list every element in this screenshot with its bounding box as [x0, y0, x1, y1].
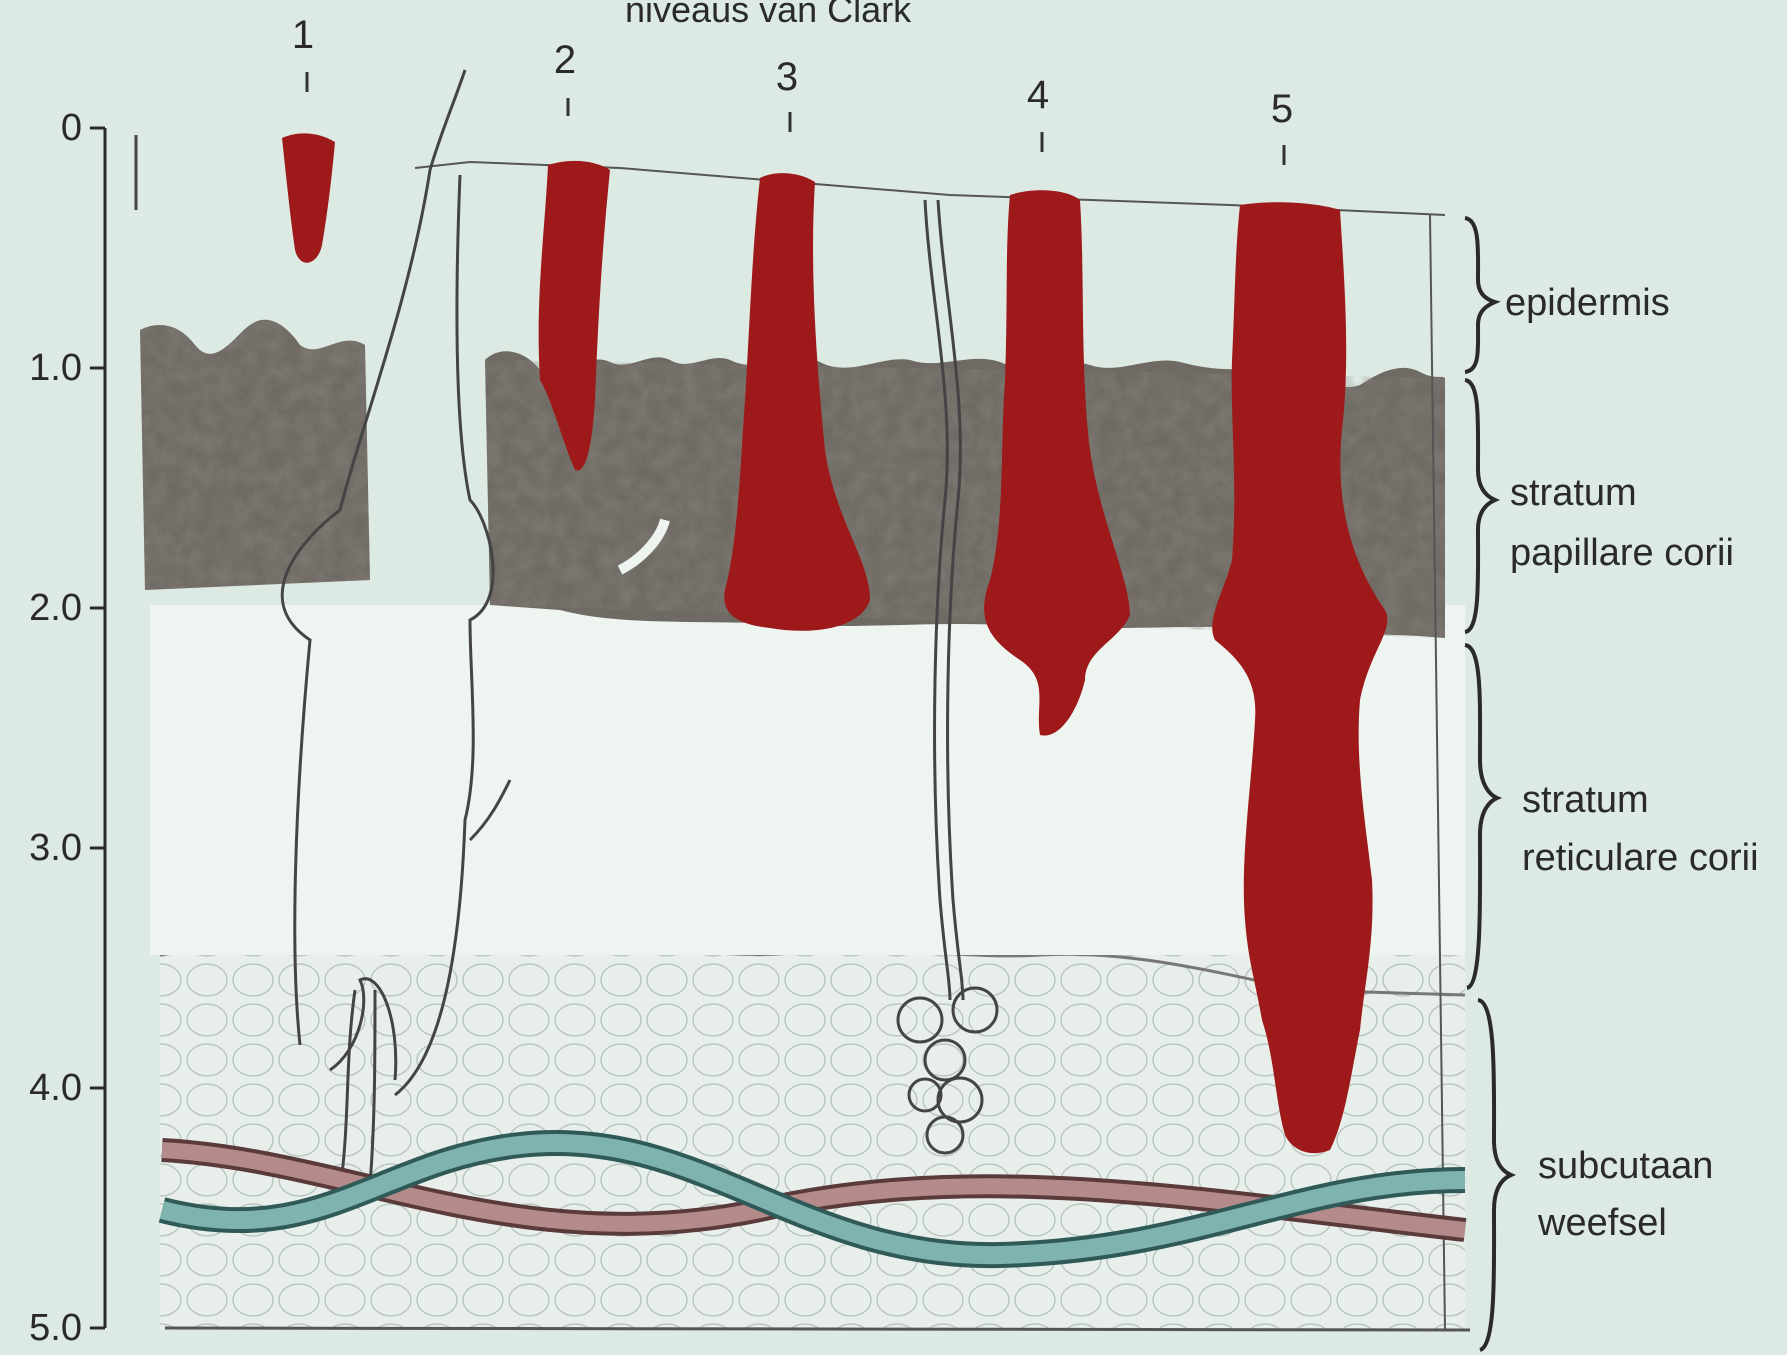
layer-label-reticular-line1: stratum	[1522, 779, 1649, 821]
depth-label-2: 2.0	[29, 587, 82, 629]
layer-labels: epidermis stratum papillare corii stratu…	[1505, 282, 1759, 1244]
depth-label-5: 5.0	[29, 1307, 82, 1349]
skin-cross-section	[136, 70, 1470, 1330]
brace-papillary	[1465, 380, 1495, 632]
level-number-3: 3	[776, 55, 798, 99]
level-number-2: 2	[554, 38, 576, 82]
level-number-4: 4	[1027, 73, 1049, 117]
level-number-5: 5	[1271, 87, 1293, 131]
depth-axis: 0 1.0 2.0 3.0 4.0 5.0	[29, 107, 105, 1349]
layer-label-reticular-line2: reticulare corii	[1522, 837, 1759, 879]
depth-label-3: 3.0	[29, 827, 82, 869]
brace-epidermis	[1465, 218, 1495, 372]
brace-reticular	[1465, 645, 1497, 988]
level-markers: 1 2 3 4 5	[292, 13, 1293, 165]
diagram-title: niveaus van Clark	[625, 0, 912, 30]
layer-label-subcutis-line1: subcutaan	[1538, 1145, 1713, 1187]
layer-label-epidermis: epidermis	[1505, 282, 1670, 324]
depth-label-0: 0	[61, 107, 82, 149]
layer-braces	[1465, 218, 1511, 1350]
brace-subcutis	[1478, 1000, 1511, 1350]
depth-label-1: 1.0	[29, 347, 82, 389]
tumor-level-1	[282, 133, 335, 262]
level-number-1: 1	[292, 13, 314, 57]
layer-label-subcutis-line2: weefsel	[1537, 1202, 1667, 1244]
section-bottom-edge	[165, 1328, 1470, 1330]
layer-label-papillary-line1: stratum	[1510, 472, 1637, 514]
depth-label-4: 4.0	[29, 1067, 82, 1109]
layer-label-papillary-line2: papillare corii	[1510, 532, 1734, 574]
